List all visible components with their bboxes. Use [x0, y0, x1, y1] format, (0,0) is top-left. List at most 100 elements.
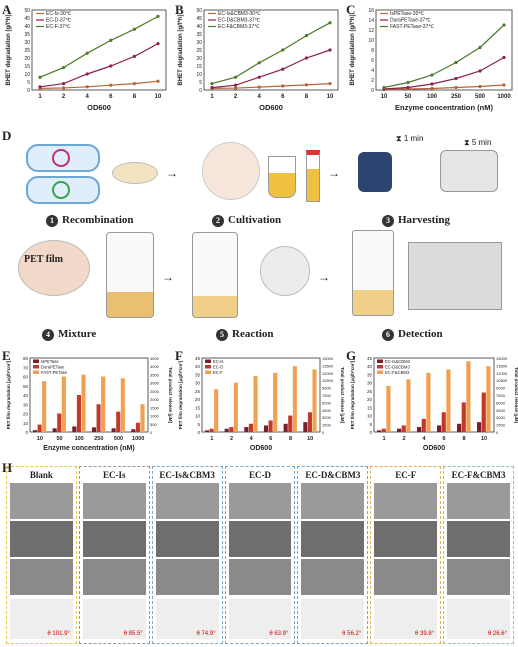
y-tick-label: 25: [195, 389, 201, 394]
x-tick-label: 4: [86, 94, 90, 100]
legend-swatch: [377, 370, 383, 374]
y-tick-label: 50: [24, 8, 30, 14]
y-tick-label: 14: [368, 18, 374, 24]
y2-tick-label: 3000: [496, 415, 506, 420]
legend-swatch: [205, 365, 211, 369]
legend-entry: FAST-PETase-37℃: [390, 24, 434, 30]
sem-image: [155, 559, 219, 595]
mixture-bottle-illustration: [106, 232, 154, 318]
y-axis-label: PET film degradation [μg/h*cm²]: [350, 360, 355, 429]
sem-column-title: EC-D&CBM3: [305, 470, 361, 480]
series-line: [39, 80, 159, 89]
x-tick-label: 1: [382, 436, 385, 442]
bar: [312, 369, 317, 432]
contact-angle-label: θ 101.9°: [47, 631, 70, 637]
bar: [204, 430, 210, 432]
contact-angle-label: θ 74.9°: [196, 631, 216, 637]
data-point: [382, 85, 386, 90]
bar: [446, 369, 451, 432]
y-tick-label: 40: [196, 24, 202, 30]
legend-entry: EC-Is&CBM3: [385, 359, 411, 364]
sem-column-title: EC-F&CBM3: [451, 470, 506, 480]
data-point: [156, 42, 160, 46]
bar: [57, 413, 62, 432]
y-tick-label: 40: [23, 393, 29, 398]
chart-g: 0510152025303540450150030004500600075009…: [350, 356, 518, 452]
y-tick-label: 30: [196, 40, 202, 46]
x-tick-label: 10: [155, 94, 162, 100]
series-line: [211, 49, 331, 89]
data-point: [257, 61, 261, 65]
legend-entry: EC-F-37℃: [46, 24, 71, 30]
y2-tick-label: 6000: [496, 400, 506, 405]
contact-angle-image: θ 74.9°: [155, 599, 219, 639]
sem-image: [10, 483, 73, 519]
x-tick-label: 50: [56, 436, 62, 442]
data-point: [85, 85, 89, 89]
y-tick-label: 15: [367, 405, 373, 410]
y-tick-label: 10: [196, 72, 202, 78]
contact-angle-label: θ 63.9°: [269, 631, 289, 637]
series-line: [383, 24, 505, 89]
data-point: [502, 55, 506, 60]
vortex-illustration: [358, 152, 392, 192]
data-point: [109, 64, 113, 68]
data-point: [478, 45, 482, 50]
y-tick-label: 40: [24, 24, 30, 30]
x-tick-label: 1: [38, 94, 42, 100]
data-point: [85, 72, 89, 76]
y2-tick-label: 4500: [496, 408, 506, 413]
x-tick-label: 10: [307, 436, 313, 442]
y-tick-label: 10: [367, 414, 373, 419]
bar: [381, 428, 386, 432]
panel-label-a: A: [2, 2, 12, 17]
data-point: [454, 76, 458, 81]
y-tick-label: 0: [27, 88, 30, 94]
data-point: [210, 86, 214, 90]
bar: [76, 395, 81, 432]
y2-tick-label: 3000: [150, 381, 160, 386]
y-tick-label: 15: [195, 405, 201, 410]
y-tick-label: 35: [196, 32, 202, 38]
timer-icon: ⧗ 5 min: [464, 138, 492, 147]
series-line: [383, 56, 505, 90]
bar: [292, 366, 297, 432]
bar: [233, 382, 238, 432]
x-tick-label: 2: [230, 436, 233, 442]
data-point: [502, 23, 506, 27]
y-tick-label: 30: [195, 381, 201, 386]
y-axis-label: PET film degradation [μg/h*cm²]: [6, 360, 11, 429]
x-axis-label: Enzyme concentration (nM): [43, 445, 134, 452]
x-tick-label: 100: [75, 436, 84, 442]
y-tick-label: 45: [196, 16, 202, 22]
pipette-vial-illustration: [352, 230, 394, 316]
x-tick-label: 6: [109, 94, 113, 100]
bar: [140, 404, 145, 432]
hplc-instrument-illustration: [408, 242, 502, 310]
data-point: [109, 38, 113, 43]
legend-swatch: [205, 359, 211, 363]
x-axis-label: OD600: [250, 445, 272, 452]
y-tick-label: 10: [23, 421, 29, 426]
data-point: [406, 80, 410, 85]
bar: [283, 423, 288, 432]
y-tick-label: 50: [23, 384, 29, 389]
bar: [37, 424, 42, 432]
plot-frame: [373, 357, 495, 433]
y2-tick-label: 13500: [496, 363, 508, 368]
data-point: [38, 75, 42, 79]
x-tick-label: 6: [269, 436, 272, 442]
data-point: [478, 69, 482, 73]
y2-tick-label: 2500: [150, 389, 160, 394]
y-tick-label: 5: [197, 422, 200, 427]
y2-tick-label: 1500: [322, 423, 332, 428]
y2-axis-label: Total product release [μM]: [340, 367, 345, 423]
y2-tick-label: 3500: [150, 372, 160, 377]
y-tick-label: 20: [195, 397, 201, 402]
y2-tick-label: 13500: [322, 363, 334, 368]
y-tick-label: 25: [367, 389, 373, 394]
